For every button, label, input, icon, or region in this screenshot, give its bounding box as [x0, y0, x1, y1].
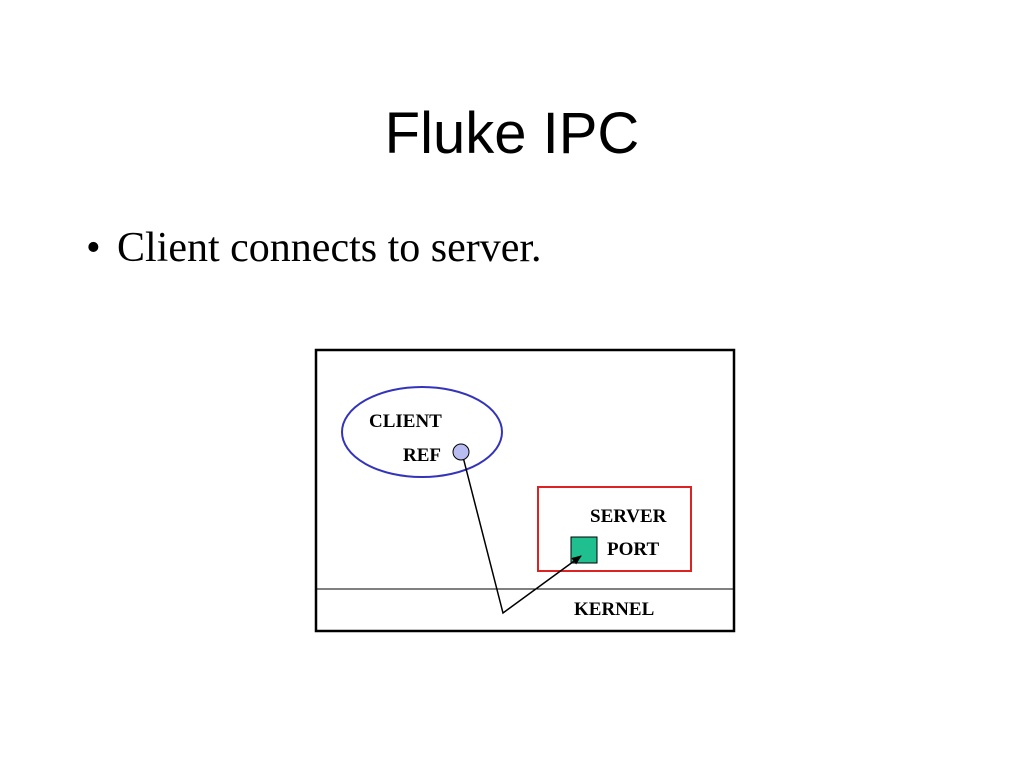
server-label: SERVER — [590, 506, 667, 527]
bullet-item: • Client connects to server. — [86, 222, 542, 274]
ref-to-port-connection — [461, 452, 582, 615]
client-process-ellipse — [341, 386, 503, 478]
ref-circle — [452, 443, 470, 461]
slide-title: Fluke IPC — [384, 101, 640, 166]
bullet-marker: • — [86, 225, 101, 271]
client-label: CLIENT — [369, 411, 442, 432]
bullet-text: Client connects to server. — [117, 225, 542, 271]
ref-label: REF — [403, 445, 441, 466]
bullet-list: • Client connects to server. — [86, 222, 542, 274]
kernel-label: KERNEL — [574, 599, 654, 620]
port-label: PORT — [607, 539, 659, 560]
server-process-box — [537, 486, 692, 572]
port-square — [570, 536, 598, 564]
diagram-frame — [314, 348, 736, 633]
